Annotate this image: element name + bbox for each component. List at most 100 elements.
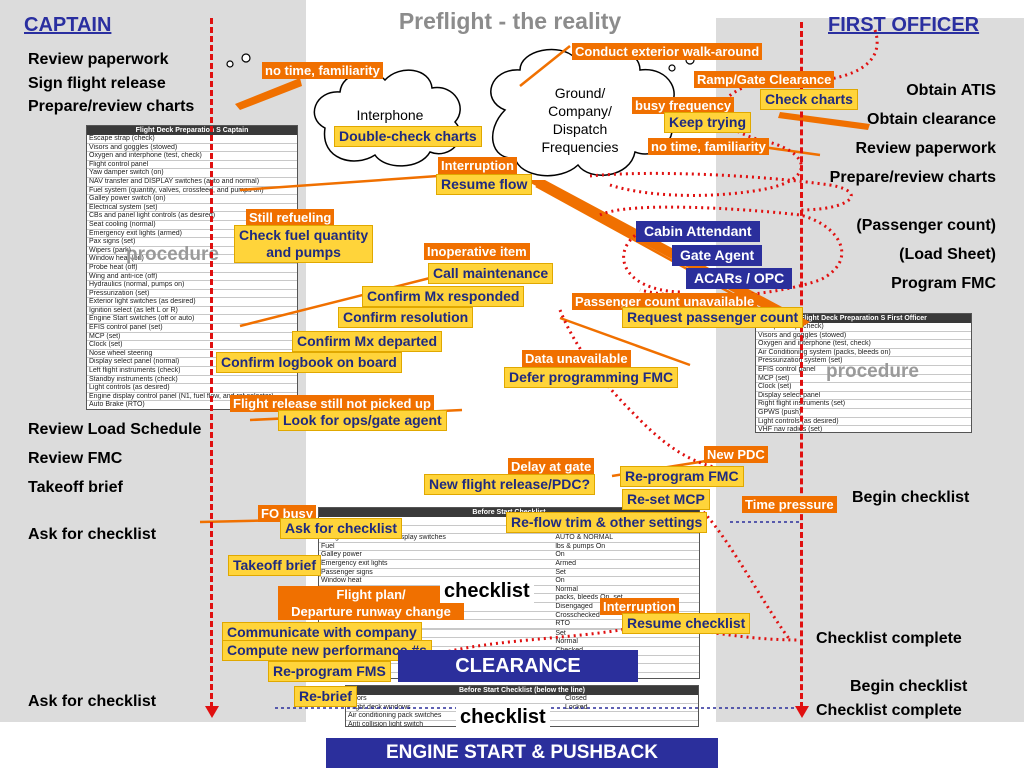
action-reflow-trim: Re-flow trim & other settings [506,512,708,533]
checklist-row: Set [319,630,699,639]
checklist-row: Galley power switch (on) [87,195,297,204]
action-reset-mcp: Re-set MCP [622,489,710,510]
action-keep-trying: Keep trying [664,112,752,133]
checklist-row: Air Conditioning system (packs, bleeds o… [756,349,971,358]
fo-task-atis: Obtain ATIS [906,82,996,99]
checklist-row: Nose wheel steering [87,350,297,359]
fo-preparation-checklist: Flight Deck Preparation S First Officer … [755,313,972,433]
checklist-row: Display select panel (normal) [87,358,297,368]
checklist-value: Crosschecked [555,611,600,619]
checklist-value: RTO [555,620,570,628]
action-request-pax-count: Request passenger count [622,307,804,328]
frequency-cloud-label: Ground/ Company/ Dispatch Frequencies [520,84,640,156]
event-no-time-familiarity-1: no time, familiarity [262,62,383,79]
fo-task-load-sheet: (Load Sheet) [899,246,996,263]
checklist-row: Clock (set) [756,383,971,392]
checklist-row: Exterior light switches (as desired) [87,298,297,307]
checklist-row: RTO [319,620,699,629]
captain-task-load-schedule: Review Load Schedule [28,421,202,438]
contact-cabin-attendant: Cabin Attendant [636,221,760,242]
action-ask-for-checklist: Ask for checklist [280,518,403,539]
captain-timeline [210,18,213,708]
captain-task-prepare-charts: Prepare/review charts [28,98,195,115]
captain-label: CAPTAIN [24,14,112,36]
event-new-pdc: New PDC [704,446,768,463]
checklist-value: Disengaged [555,602,593,610]
event-time-pressure: Time pressure [742,496,837,513]
captain-task-review-fmc: Review FMC [28,450,123,467]
checklist-row: Fuel lbs & pumps On [319,543,699,552]
frequency-line-3: Dispatch [552,121,608,137]
captain-timeline-arrowhead [205,706,219,718]
checklist-value: Closed [565,695,587,702]
action-defer-fmc: Defer programming FMC [504,367,679,388]
below-line-title: Before Start Checklist (below the line) [346,686,698,695]
action-resume-checklist: Resume checklist [622,613,751,634]
checklist-item: Anti collision light switch [348,720,424,727]
checklist-row: Light controls (as desired) [756,418,971,427]
event-still-refueling: Still refueling [246,209,335,226]
checklist-value: Set [555,568,566,576]
checklist-row: Probe heat (off) [87,264,297,273]
action-call-maintenance: Call maintenance [428,263,554,284]
first-officer-label: FIRST OFFICER [828,14,980,36]
fo-task-clearance: Obtain clearance [867,111,996,128]
checklist-item: Doors [348,695,367,702]
checklist-row: Yaw damper switch (on) [87,169,297,178]
fo-task-paperwork: Review paperwork [855,140,997,157]
action-confirm-mx-departed: Confirm Mx departed [292,331,443,352]
event-inoperative-item: Inoperative item [424,243,530,260]
contact-acars-opc: ACARs / OPC [686,268,793,289]
checklist-value: Locked [565,703,588,711]
action-takeoff-brief: Takeoff brief [228,555,321,576]
page-title: Preflight - the reality [398,8,622,34]
action-rebrief: Re-brief [294,686,357,707]
check-fuel-line-1: Check fuel quantity [239,227,369,243]
event-ramp-clearance: Ramp/Gate Clearance [694,71,835,88]
checklist-row: Emergency exit lights (armed) [87,230,297,239]
checklist-item: Fuel [321,542,335,550]
event-pax-count-unavailable: Passenger count unavailable [572,293,758,310]
checklist-row: Oxygen and interphone (test, check) [87,152,297,161]
frequency-line-4: Frequencies [541,139,619,155]
below-line-checklist: Before Start Checklist (below the line) … [345,685,699,727]
frequency-line-2: Company/ [548,103,612,119]
event-flight-plan: Flight plan/ [278,586,464,603]
checklist-item: Passenger signs [321,568,373,576]
checklist-row: EFIS control panel (set) [87,324,297,333]
fo-begin-checklist-1: Begin checklist [852,489,970,506]
checklist-row: EFIS control panel [756,366,971,375]
interphone-label: Interphone [356,107,424,123]
clearance-banner: CLEARANCE [398,650,638,682]
event-interruption-2: Interruption [600,598,679,615]
checklist-value: Normal [555,585,578,593]
fo-task-program-fmc: Program FMC [891,275,996,292]
checklist-row: MCP (set) [87,333,297,342]
checklist-value: lbs & pumps On [555,542,606,550]
checklist-row: Anti collision light switch [346,720,698,727]
checklist-row: Visors and goggles (stowed) [87,144,297,153]
action-look-ops: Look for ops/gate agent [278,410,447,431]
fo-checklist-complete-1: Checklist complete [816,630,962,647]
checklist-value: On [555,577,565,585]
checklist-row: Oxygen and interphone (test, check) [756,340,971,349]
checklist-row: Engine display control panel (N1, fuel f… [87,393,297,402]
action-new-release-pdc: New flight release/PDC? [424,474,596,495]
captain-task-takeoff-brief: Takeoff brief [28,479,123,496]
checklist-row: Display select panel [756,392,971,401]
checklist-value: AUTO & NORMAL [555,534,614,542]
frequency-line-1: Ground/ [554,85,606,101]
action-confirm-resolution: Confirm resolution [338,307,474,328]
checklist-row: CBs and panel light controls (as desired… [87,212,297,221]
checklist-item: Emergency exit lights [321,559,388,567]
checklist-row: Doors Closed [346,695,698,704]
checklist-value: On [555,551,565,559]
captain-checklist-title: Flight Deck Preparation S Captain [87,126,297,135]
checklist-row: Normal [319,638,699,647]
action-check-fuel: Check fuel quantity and pumps [234,225,374,263]
event-delay-at-gate: Delay at gate [508,458,595,475]
checklist-row: GPWS (push) [756,409,971,418]
red-dotted-paths [419,29,879,662]
